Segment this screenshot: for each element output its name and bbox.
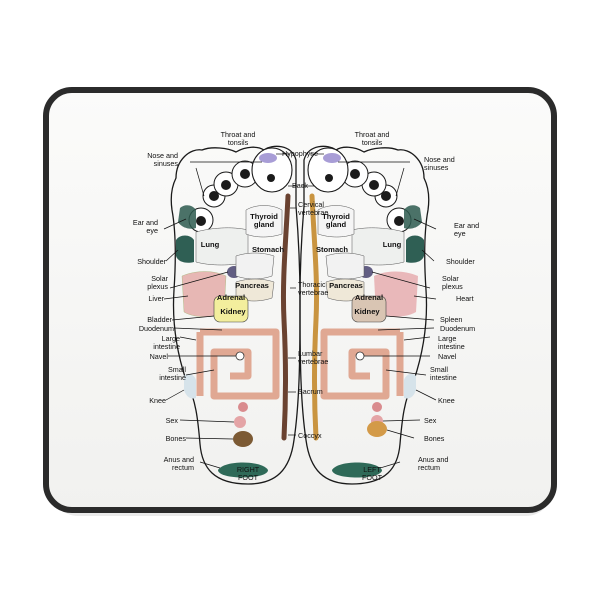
right-zone-label-kidney: Kidney bbox=[220, 307, 246, 316]
left-thyroid-zone bbox=[317, 205, 355, 238]
right-spine-line bbox=[280, 193, 291, 441]
right-big-toe-dot bbox=[267, 174, 275, 182]
left-foot-outline bbox=[299, 145, 430, 485]
left-foot-label-spleen: Spleen bbox=[440, 315, 462, 324]
right-bones-dot bbox=[233, 431, 253, 447]
right-navel-mark bbox=[235, 351, 245, 361]
left-toe-dot bbox=[394, 216, 404, 226]
center-label-coccyx: Coccyx bbox=[298, 431, 322, 440]
right-foot bbox=[170, 145, 301, 485]
left-big-toe-dot bbox=[325, 174, 333, 182]
left-foot-label-heart: Heart bbox=[456, 294, 474, 303]
left-foot-label-bones: Bones bbox=[424, 434, 445, 443]
left-knee-zone bbox=[404, 373, 416, 399]
right-foot-outline bbox=[170, 145, 301, 485]
left-zone-label-stomach: Stomach bbox=[316, 245, 348, 254]
left-toe-dot bbox=[369, 180, 379, 190]
center-label-hypophyse: Hypophyse bbox=[282, 149, 318, 158]
right-zone-label-pancreas: Pancreas bbox=[235, 281, 269, 290]
right-zone-label-stomach: Stomach bbox=[252, 245, 284, 254]
left-foot-label-shoulder: Shoulder bbox=[446, 257, 475, 266]
right-toe-dot bbox=[209, 191, 219, 201]
left-foot-label-navel: Navel bbox=[438, 352, 457, 361]
left-sacrum-dot bbox=[372, 402, 382, 412]
left-foot bbox=[299, 145, 430, 485]
right-sex-dot bbox=[234, 416, 246, 428]
right-foot-label-knee: Knee bbox=[149, 396, 166, 405]
left-intestine-band bbox=[320, 328, 400, 400]
right-foot-label-liver: Liver bbox=[148, 294, 164, 303]
right-toe-dot bbox=[196, 216, 206, 226]
right-foot-label-bones: Bones bbox=[166, 434, 187, 443]
left-navel-mark bbox=[355, 351, 365, 361]
right-knee-zone bbox=[184, 373, 196, 399]
right-toe-dot bbox=[221, 180, 231, 190]
right-hypophyse-zone bbox=[259, 153, 277, 163]
left-zone-label-kidney: Kidney bbox=[354, 307, 380, 316]
center-label-back: Back bbox=[292, 181, 308, 190]
right-shoulder-zone bbox=[176, 235, 194, 263]
left-shoulder-zone bbox=[406, 235, 424, 263]
right-toe-dot bbox=[240, 169, 250, 179]
left-kidney-zone bbox=[351, 295, 387, 323]
right-kidney-zone bbox=[213, 295, 249, 323]
left-toe-dot bbox=[381, 191, 391, 201]
right-foot-label-navel: Navel bbox=[150, 352, 169, 361]
right-sacrum-dot bbox=[238, 402, 248, 412]
right-intestine-band bbox=[200, 328, 280, 400]
left-zone-label-lung: Lung bbox=[383, 240, 402, 249]
left-foot-label-knee: Knee bbox=[438, 396, 455, 405]
right-foot-label-bladder: Bladder bbox=[147, 315, 172, 324]
left-zone-label-pancreas: Pancreas bbox=[329, 281, 363, 290]
left-bones-dot bbox=[367, 421, 387, 437]
left-toe-dot bbox=[350, 169, 360, 179]
left-anus-zone bbox=[332, 462, 382, 478]
right-zone-label-lung: Lung bbox=[201, 240, 220, 249]
right-foot-label-duodenum: Duodenum bbox=[139, 324, 174, 333]
right-thyroid-zone bbox=[245, 205, 283, 238]
right-zone-label-adrenal: Adrenal bbox=[217, 293, 245, 302]
left-ear-eye-zone bbox=[404, 205, 422, 229]
leader-lines bbox=[163, 153, 437, 469]
left-foot-label-duodenum: Duodenum bbox=[440, 324, 475, 333]
left-spine-line bbox=[309, 193, 320, 441]
right-stomach-zone bbox=[235, 252, 275, 280]
right-ear-eye-zone bbox=[178, 205, 196, 229]
right-foot-label-sex: Sex bbox=[166, 416, 179, 425]
left-stomach-zone bbox=[325, 252, 365, 280]
left-hypophyse-zone bbox=[323, 153, 341, 163]
right-foot-label-shoulder: Shoulder bbox=[137, 257, 166, 266]
center-label-sacrum: Sacrum bbox=[298, 387, 323, 396]
left-zone-label-adrenal: Adrenal bbox=[355, 293, 383, 302]
right-anus-zone bbox=[218, 462, 268, 478]
left-foot-label-sex: Sex bbox=[424, 416, 437, 425]
